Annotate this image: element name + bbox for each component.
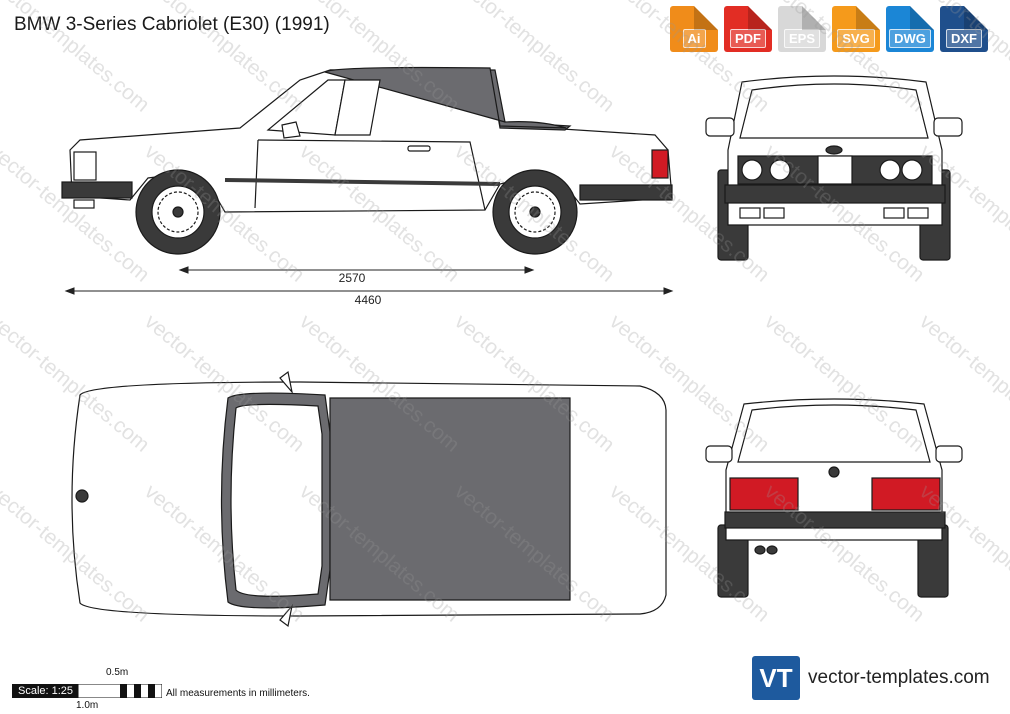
format-eps-button[interactable]: EPS [778, 6, 826, 52]
scale-half-label: 0.5m [106, 667, 129, 678]
format-label: DXF [946, 29, 982, 48]
side-view [61, 66, 673, 255]
wheelbase-label: 2570 [339, 271, 366, 285]
scale-box: Scale: 1:25 [12, 684, 78, 698]
format-label: PDF [730, 29, 766, 48]
format-dwg-button[interactable]: DWG [886, 6, 934, 52]
scale-full-label: 1.0m [76, 700, 99, 711]
rear-view [705, 398, 963, 598]
length-label: 4460 [355, 293, 382, 307]
format-label: Ai [682, 29, 706, 48]
format-label: EPS [783, 29, 820, 48]
page-title: BMW 3-Series Cabriolet (E30) (1991) [14, 14, 330, 35]
scale-bar [78, 684, 162, 698]
brand-logo-icon: VT [752, 656, 800, 700]
dimension-lines [64, 266, 674, 295]
front-view [705, 75, 963, 261]
format-buttons: Ai PDF EPS SVG DWG DXF [670, 6, 988, 52]
format-svg-button[interactable]: SVG [832, 6, 880, 52]
top-view [71, 370, 667, 628]
brand-site: vector-templates.com [808, 667, 990, 688]
format-pdf-button[interactable]: PDF [724, 6, 772, 52]
format-dxf-button[interactable]: DXF [940, 6, 988, 52]
format-ai-button[interactable]: Ai [670, 6, 718, 52]
measurement-note: All measurements in millimeters. [166, 688, 310, 699]
brand[interactable]: VT vector-templates.com [752, 656, 990, 700]
format-label: DWG [889, 29, 931, 48]
format-label: SVG [837, 29, 875, 48]
